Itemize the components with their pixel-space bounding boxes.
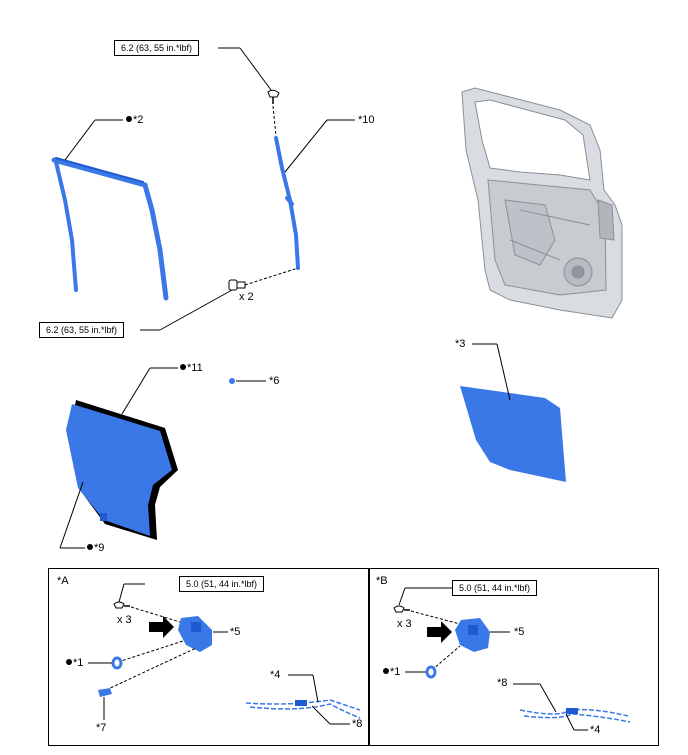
part-2-rail [51,157,169,301]
inset-b-p8: *8 [497,677,508,689]
leader-p2-diag [64,119,96,161]
inset-b-p1: *1 [383,666,400,678]
leader-torque-bolt-diag [159,289,233,331]
callout-p9: *9 [87,542,104,554]
inset-b-frame [368,568,659,746]
inset-a-drawing [88,583,361,725]
part-9-11-cover [66,400,178,540]
inset-a-p7: *7 [96,722,107,734]
callout-p11-text: *11 [187,362,203,374]
torque-box-bolt: 6.2 (63, 55 in.*lbf) [39,322,125,338]
leader-torque-top-diag [239,47,272,91]
inset-a-p5: *5 [230,626,241,638]
new-part-dot-icon [66,659,72,665]
inset-b-drawing [393,587,631,731]
leader-p10-diag [284,119,328,173]
inset-a-p1: *1 [66,657,83,669]
screw-top [267,89,280,104]
callout-p9-text: *9 [94,542,105,554]
inset-b-qty: x 3 [397,618,412,630]
leader-p3-diag [496,343,511,401]
inset-a-p1-text: *1 [73,657,84,669]
callout-p2: *2 [126,114,143,126]
part-6-clip [229,378,235,384]
dash-top-screw [272,105,277,137]
new-part-dot-icon [180,364,186,370]
inset-b-p5: *5 [514,626,525,638]
door-panel-illustration [461,87,623,319]
callout-bolt-qty: x 2 [239,291,254,303]
new-part-dot-icon [87,544,93,550]
leader-p9-diag [59,481,84,549]
new-part-dot-icon [383,668,389,674]
leader-p11-diag [121,367,151,415]
inset-a-title: *A [57,575,69,587]
bolt [228,279,246,291]
torque-box-top-screw: 6.2 (63, 55 in.*lbf) [114,40,200,56]
inset-b-torque-box: 5.0 (51, 44 in.*lbf) [452,580,538,596]
inset-a-p8: *8 [352,718,363,730]
inset-a-p4: *4 [270,669,281,681]
part-3-sheet [460,386,566,482]
dash-bolt [244,267,299,286]
inset-b-p1-text: *1 [390,666,401,678]
callout-p3: *3 [455,338,466,350]
inset-b-title: *B [376,575,388,587]
callout-p10: *10 [358,114,375,126]
part-10-channel [274,136,300,270]
callout-p6: *6 [269,375,280,387]
new-part-dot-icon [126,116,132,122]
callout-p11: *11 [180,362,203,374]
inset-b-p4: *4 [590,724,601,736]
inset-a-torque-box: 5.0 (51, 44 in.*lbf) [179,576,265,592]
callout-p2-text: *2 [133,114,144,126]
inset-a-qty: x 3 [117,614,132,626]
inset-a-frame [48,568,370,746]
